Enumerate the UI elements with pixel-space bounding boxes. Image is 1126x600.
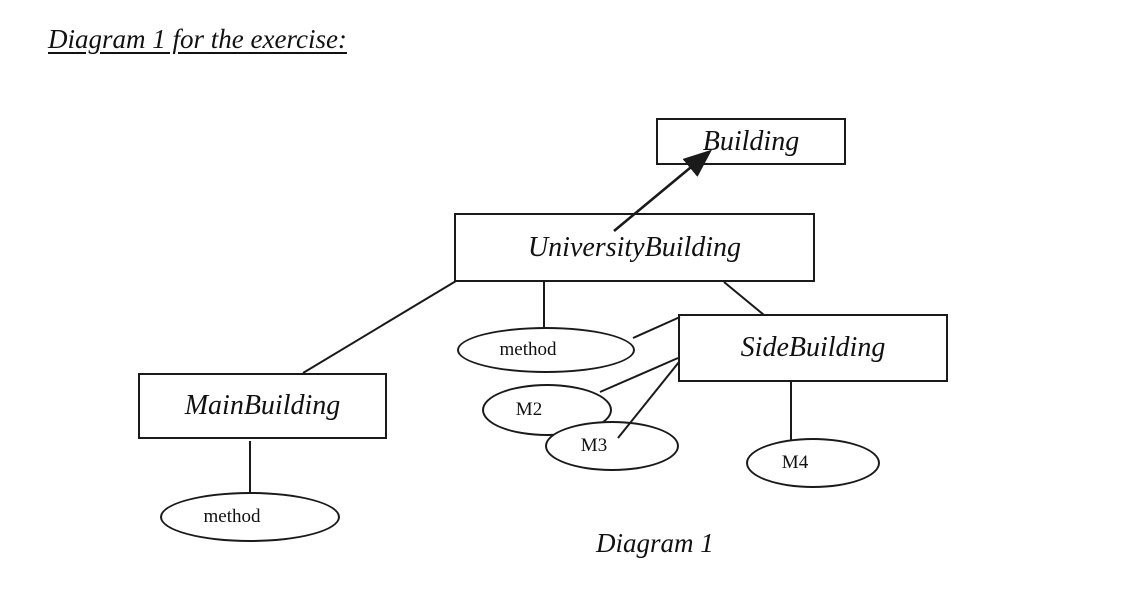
edge-method-to-side (632, 316, 681, 339)
exercise-heading: Diagram 1 for the exercise: (48, 24, 347, 54)
method-label-m4: M4 (781, 452, 809, 473)
method-label-university: method (499, 339, 557, 360)
class-box-building: Building (656, 118, 846, 165)
method-ellipse-university: method (457, 327, 635, 373)
class-box-main-building: MainBuilding (138, 373, 387, 439)
method-label-m3: M3 (580, 435, 608, 456)
diagram-caption: Diagram 1 (596, 528, 714, 558)
method-label-m2: M2 (515, 399, 543, 420)
method-ellipse-main: method (160, 492, 340, 542)
class-box-side-building: SideBuilding (678, 314, 948, 382)
class-label-university-building: UniversityBuilding (527, 231, 742, 263)
method-ellipse-m4: M4 (746, 438, 880, 488)
method-ellipse-m3: M3 (545, 421, 679, 471)
class-label-main-building: MainBuilding (184, 390, 341, 421)
edge-university-to-side (723, 281, 765, 316)
edge-university-to-main (302, 280, 457, 374)
class-label-side-building: SideBuilding (740, 332, 886, 363)
method-label-main: method (203, 506, 261, 527)
class-label-building: Building (702, 125, 800, 157)
method-ellipse-m2: M2 (482, 384, 612, 436)
class-box-university-building: UniversityBuilding (454, 213, 815, 282)
